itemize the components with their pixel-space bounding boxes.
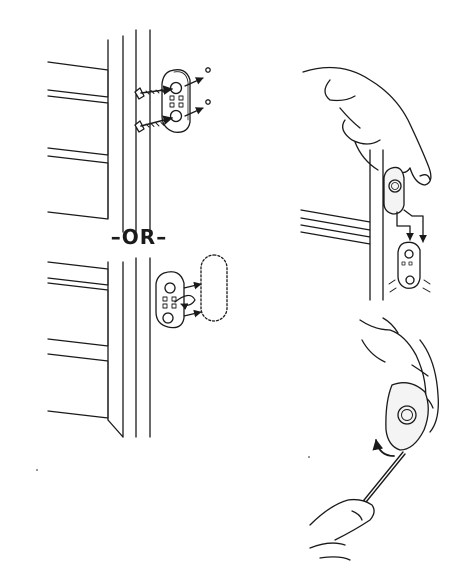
device-button-icon xyxy=(397,405,417,425)
pilot-hole xyxy=(205,67,211,73)
mounting-bracket xyxy=(155,271,185,329)
adhesive-mount-illustration xyxy=(155,254,228,329)
hand-icon xyxy=(302,66,432,186)
device-button-icon xyxy=(388,179,402,193)
right-door-frame xyxy=(300,149,384,301)
hand-icon xyxy=(309,498,375,561)
or-divider: –OR– xyxy=(110,225,168,249)
attach-to-bracket-illustration xyxy=(300,66,432,301)
release-with-pin-illustration xyxy=(309,317,439,561)
left-door-frame xyxy=(47,29,151,438)
rotate-arrow-icon xyxy=(372,438,395,457)
pilot-hole xyxy=(205,99,211,105)
sensor-device xyxy=(385,382,429,451)
screw-icon xyxy=(134,85,173,100)
screw-mount-illustration xyxy=(134,67,211,133)
pin-tool-icon xyxy=(359,451,406,508)
frame-jamb xyxy=(107,29,151,438)
click-indicator xyxy=(388,279,431,293)
screw-icon xyxy=(134,115,173,133)
sensor-device xyxy=(383,166,405,215)
